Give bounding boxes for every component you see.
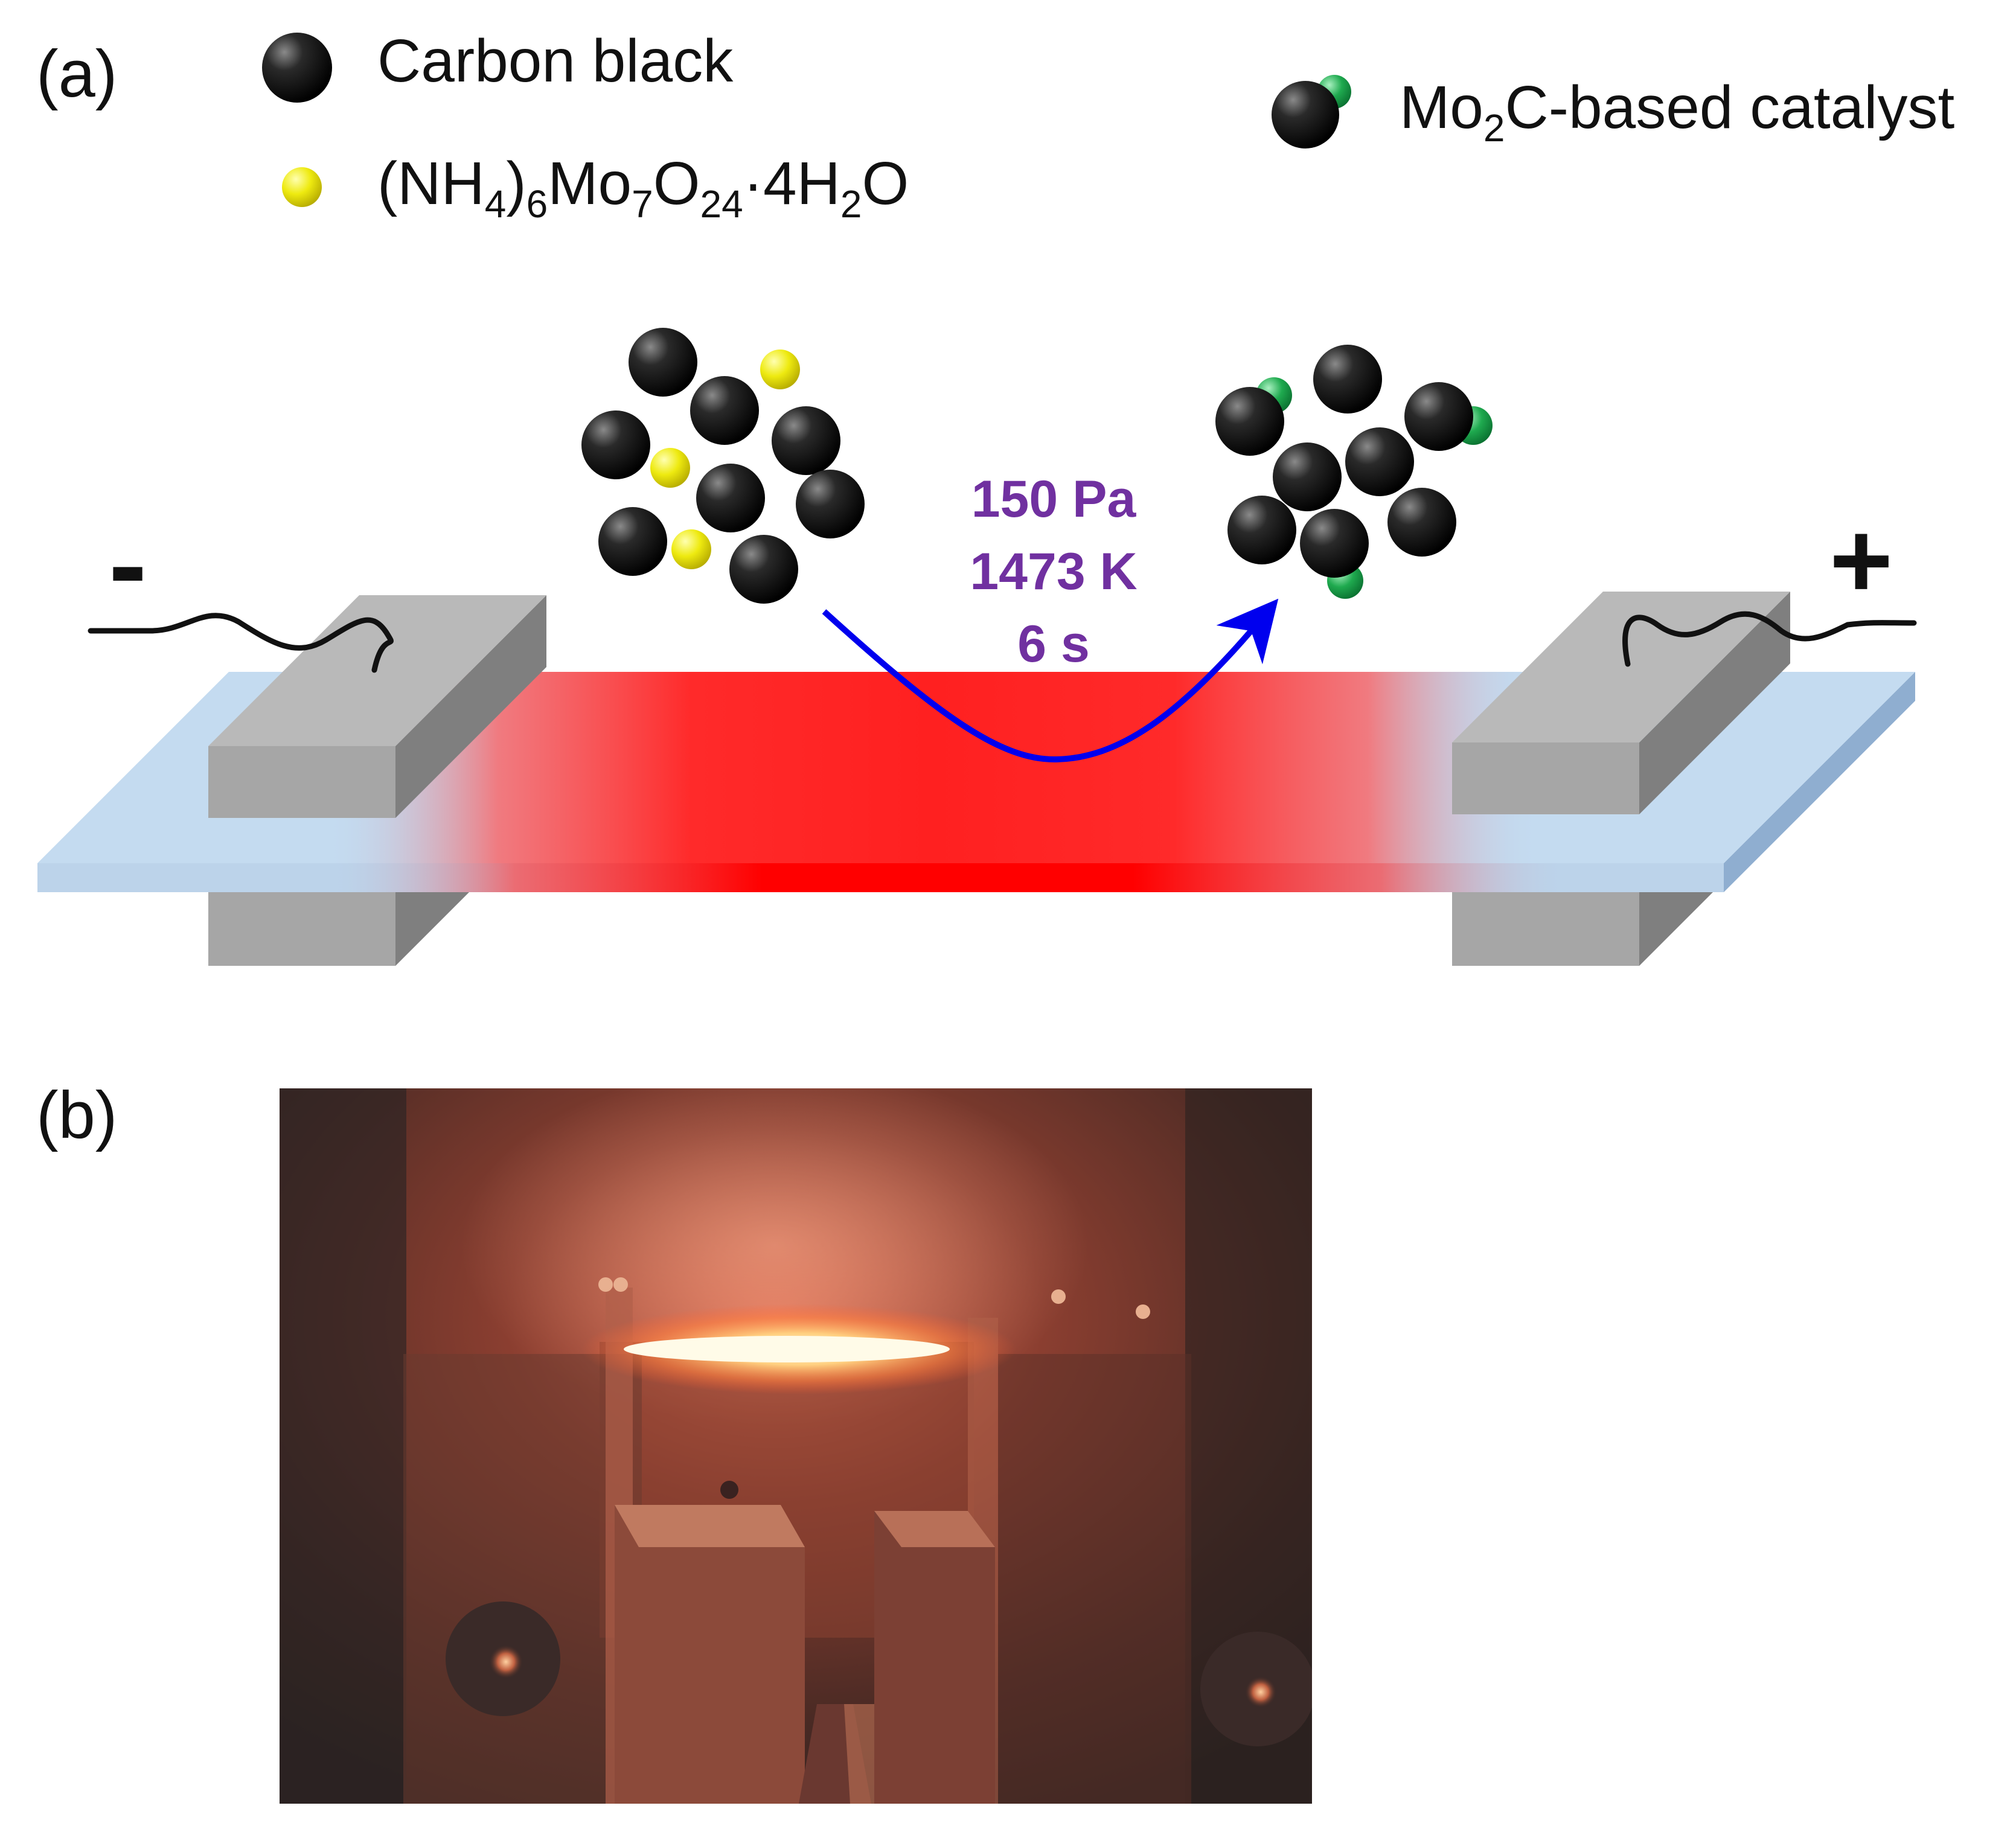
negative-terminal-sign: - bbox=[109, 500, 147, 628]
process-arrow-icon bbox=[822, 598, 1279, 763]
carbon-black-particle-icon bbox=[598, 507, 667, 576]
precursor-particle-icon bbox=[650, 448, 690, 488]
precursor-particle-icon bbox=[671, 529, 711, 569]
carbon-black-particle-icon bbox=[1313, 345, 1382, 413]
precursor-particle-icon bbox=[282, 167, 322, 207]
pressure-condition: 150 Pa bbox=[971, 470, 1137, 528]
legend-precursor-label: (NH4)6Mo7O24·4H2O bbox=[377, 150, 909, 226]
carbon-black-particle-icon bbox=[1387, 488, 1456, 557]
carbon-black-particle-icon bbox=[1345, 427, 1414, 496]
carbon-black-particle-icon bbox=[262, 33, 332, 103]
legend: Carbon black (NH4)6Mo7O24·4H2O Mo2C-base… bbox=[262, 27, 1955, 226]
carbon-black-particle-icon bbox=[581, 410, 650, 479]
left-wire-icon bbox=[88, 613, 394, 673]
carbon-black-particle-icon bbox=[1300, 509, 1369, 578]
legend-carbon-black-label: Carbon black bbox=[377, 27, 734, 95]
panel-b-label: (b) bbox=[36, 1078, 117, 1152]
legend-catalyst-label: Mo2C-based catalyst bbox=[1400, 74, 1955, 150]
panel-b: (b) bbox=[36, 1078, 1312, 1804]
carbon-black-particle-icon bbox=[1227, 496, 1296, 564]
reactant-cluster bbox=[581, 328, 865, 604]
time-condition: 6 s bbox=[1017, 615, 1090, 673]
carbon-black-particle-icon bbox=[796, 470, 865, 538]
panel-a: (a) Carbon black (NH4)6Mo7O24·4H2O Mo2C-… bbox=[36, 27, 1955, 966]
temperature-condition: 1473 K bbox=[970, 543, 1137, 601]
left-top-electrode bbox=[208, 595, 546, 818]
carbon-black-particle-icon bbox=[1215, 387, 1284, 456]
precursor-particle-icon bbox=[760, 350, 800, 389]
panel-a-label: (a) bbox=[36, 37, 117, 111]
carbon-black-particle-icon bbox=[1404, 382, 1473, 451]
product-cluster bbox=[1215, 345, 1493, 599]
furnace-photo bbox=[280, 1088, 1312, 1804]
right-wire-icon bbox=[1622, 611, 1917, 667]
carbon-black-particle-icon bbox=[690, 376, 759, 445]
heating-apparatus: - + bbox=[37, 500, 1917, 966]
process-conditions: 150 Pa 1473 K 6 s bbox=[970, 470, 1137, 673]
positive-terminal-sign: + bbox=[1829, 500, 1893, 621]
carbon-black-particle-icon bbox=[729, 535, 798, 604]
carbon-black-particle-icon bbox=[772, 406, 840, 475]
carbon-black-particle-icon bbox=[1273, 442, 1342, 511]
heating-zone bbox=[329, 672, 1567, 892]
carbon-black-particle-icon bbox=[629, 328, 697, 397]
catalyst-particle-icon bbox=[1272, 75, 1351, 148]
carbon-black-particle-icon bbox=[696, 464, 765, 532]
